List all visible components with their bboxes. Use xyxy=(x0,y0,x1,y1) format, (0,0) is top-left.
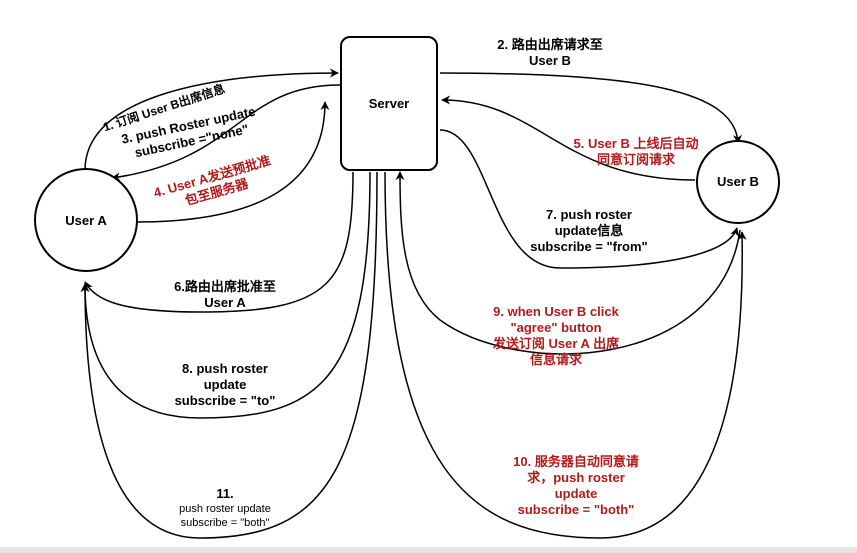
edge-10-line-4: subscribe = "both" xyxy=(517,502,635,517)
edge-8-label: 8. push roster update subscribe = "to" xyxy=(150,361,300,409)
edge-11-push-roster-both xyxy=(80,171,378,539)
edge-6-line-2: User A xyxy=(204,295,246,310)
edge-11-line-2: push roster update xyxy=(179,503,271,515)
edge-3-push-roster-none xyxy=(111,84,341,182)
edge-6-route-approval xyxy=(84,171,354,313)
server-label: Server xyxy=(368,96,410,111)
edge-8-line-2: update xyxy=(203,377,247,392)
edge-2-label: 2. 路由出席请求至 User B xyxy=(480,37,620,69)
user-b-node xyxy=(696,140,780,224)
edge-5-line-1: 5. User B 上线后自动 xyxy=(573,136,699,151)
edge-6-label: 6.路由出席批准至 User A xyxy=(150,279,300,311)
edge-5-line-2: 同意订阅请求 xyxy=(596,152,675,167)
edge-7-line-1: 7. push roster xyxy=(546,207,632,222)
edge-5-label: 5. User B 上线后自动 同意订阅请求 xyxy=(546,136,726,168)
bottom-strip xyxy=(0,547,857,553)
edge-9-line-4: 信息请求 xyxy=(529,352,582,367)
edge-5-auto-approve xyxy=(441,95,696,181)
edge-9-line-1: 9. when User B click xyxy=(493,304,619,319)
edge-6-line-1: 6.路由出席批准至 xyxy=(174,279,276,294)
user-b-label: User B xyxy=(717,174,759,189)
edge-7-line-2: update信息 xyxy=(554,223,624,238)
edge-9-user-b-subscribe xyxy=(395,171,741,355)
edge-10-push-roster-both xyxy=(384,171,747,539)
edge-10-line-1: 10. 服务器自动同意请 xyxy=(513,454,639,469)
edge-9-line-2: "agree" button xyxy=(510,320,602,335)
edge-9-line-3: 发送订阅 User A 出席 xyxy=(492,336,620,351)
edge-8-line-1: 8. push roster xyxy=(182,361,268,376)
edge-7-label: 7. push roster update信息 subscribe = "fro… xyxy=(514,207,664,255)
edge-7-line-3: subscribe = "from" xyxy=(530,239,648,254)
user-a-label: User A xyxy=(65,213,107,228)
server-node xyxy=(340,36,438,171)
edge-10-label: 10. 服务器自动同意请 求，push roster update subscr… xyxy=(496,454,656,518)
edge-2-route-request xyxy=(439,72,743,144)
edge-8-line-3: subscribe = "to" xyxy=(174,393,276,408)
edge-2-line-2: User B xyxy=(529,53,571,68)
edge-8-push-roster-to xyxy=(80,171,371,419)
edge-11-line-1: 11. xyxy=(216,486,234,501)
edge-1-subscribe xyxy=(84,68,339,171)
edge-9-label: 9. when User B click "agree" button 发送订阅… xyxy=(472,304,640,368)
edge-4-pre-approval xyxy=(135,101,330,223)
edge-10-line-3: update xyxy=(554,486,598,501)
user-a-node xyxy=(34,168,138,272)
edge-10-line-2: 求，push roster xyxy=(527,470,625,485)
edge-2-line-1: 2. 路由出席请求至 xyxy=(497,37,603,52)
edge-7-push-roster-from xyxy=(439,129,739,269)
edge-11-line-3: subscribe = "both" xyxy=(180,517,270,529)
edge-11-label: 11. push roster update subscribe = "both… xyxy=(160,486,290,530)
